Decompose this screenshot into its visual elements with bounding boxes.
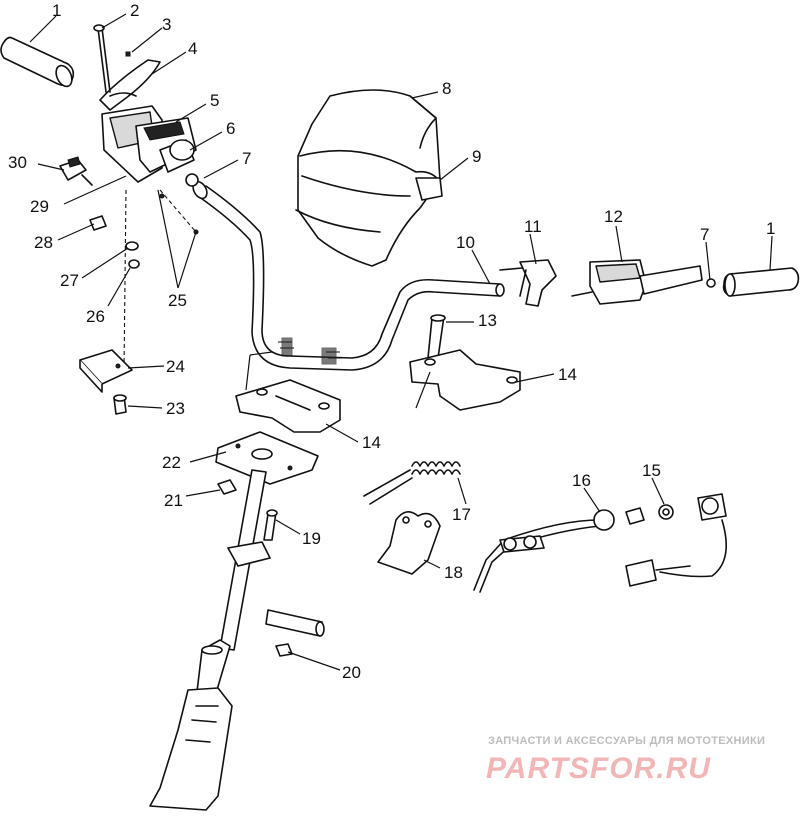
throttle-control: [99, 59, 197, 183]
callout-19: 19: [302, 529, 321, 548]
steering-column: [149, 469, 271, 811]
brake-control: [571, 259, 703, 305]
callout-6: 6: [226, 119, 235, 138]
pin-and-screw: [93, 24, 131, 93]
callout-14-upper: 14: [558, 365, 577, 384]
leader-lines: [29, 13, 773, 671]
choke-lever: [499, 259, 557, 307]
kill-switch-and-hardware: [59, 156, 199, 371]
callout-25: 25: [168, 291, 187, 310]
coil-cord: [363, 461, 461, 505]
watermark-brand: PARTSFOR.RU: [486, 752, 711, 785]
callout-9: 9: [472, 147, 481, 166]
callout-24: 24: [166, 357, 185, 376]
callout-15: 15: [642, 461, 661, 480]
callout-18: 18: [444, 563, 463, 582]
nut-21: [217, 479, 237, 495]
callout-28: 28: [34, 233, 53, 252]
callout-1-right: 1: [766, 219, 775, 238]
left-grip: [0, 36, 75, 88]
callout-27: 27: [60, 271, 79, 290]
windshield: [295, 89, 443, 267]
callout-11: 11: [524, 217, 542, 236]
callout-3: 3: [162, 15, 171, 34]
handlebar: [185, 173, 505, 371]
bracket-18: [377, 511, 441, 575]
callout-4: 4: [188, 39, 197, 58]
callout-16: 16: [572, 471, 591, 490]
callout-7-right: 7: [700, 225, 709, 244]
callout-numbers: 1 2 3 4 5 6 7 8 9 10 11 12 7 1 13 14 14 …: [8, 1, 775, 682]
callout-14-lower: 14: [362, 433, 381, 452]
key-switch: [625, 493, 728, 587]
callout-8: 8: [442, 79, 451, 98]
watermark: ЗАПЧАСТИ И АКСЕССУАРЫ ДЛЯ МОТОТЕХНИКИ PA…: [486, 735, 765, 785]
right-grip: [706, 267, 800, 297]
callout-26: 26: [86, 307, 105, 326]
callout-7-left: 7: [242, 149, 251, 168]
callout-2: 2: [130, 1, 139, 20]
bolt-19: [263, 509, 278, 541]
handlebar-clamp-lower: [235, 379, 341, 433]
callout-10: 10: [456, 233, 475, 252]
callout-22: 22: [162, 453, 181, 472]
watermark-tagline: ЗАПЧАСТИ И АКСЕССУАРЫ ДЛЯ МОТОТЕХНИКИ: [488, 735, 765, 747]
bolt-13: [427, 314, 446, 359]
callout-1-left: 1: [52, 1, 61, 20]
steering-plate: [215, 431, 319, 485]
bracket-24: [79, 349, 133, 415]
wire-harness: [473, 507, 645, 593]
callout-20: 20: [342, 663, 361, 682]
callout-29: 29: [30, 197, 49, 216]
callout-17: 17: [452, 505, 471, 524]
callout-12: 12: [604, 207, 623, 226]
callout-21: 21: [164, 491, 183, 510]
handlebar-clamp-upper: [409, 349, 521, 411]
bushing-20: [265, 609, 325, 657]
callout-30: 30: [8, 153, 27, 172]
callout-5: 5: [210, 91, 219, 110]
callout-23: 23: [166, 399, 185, 418]
callout-13: 13: [478, 311, 497, 330]
